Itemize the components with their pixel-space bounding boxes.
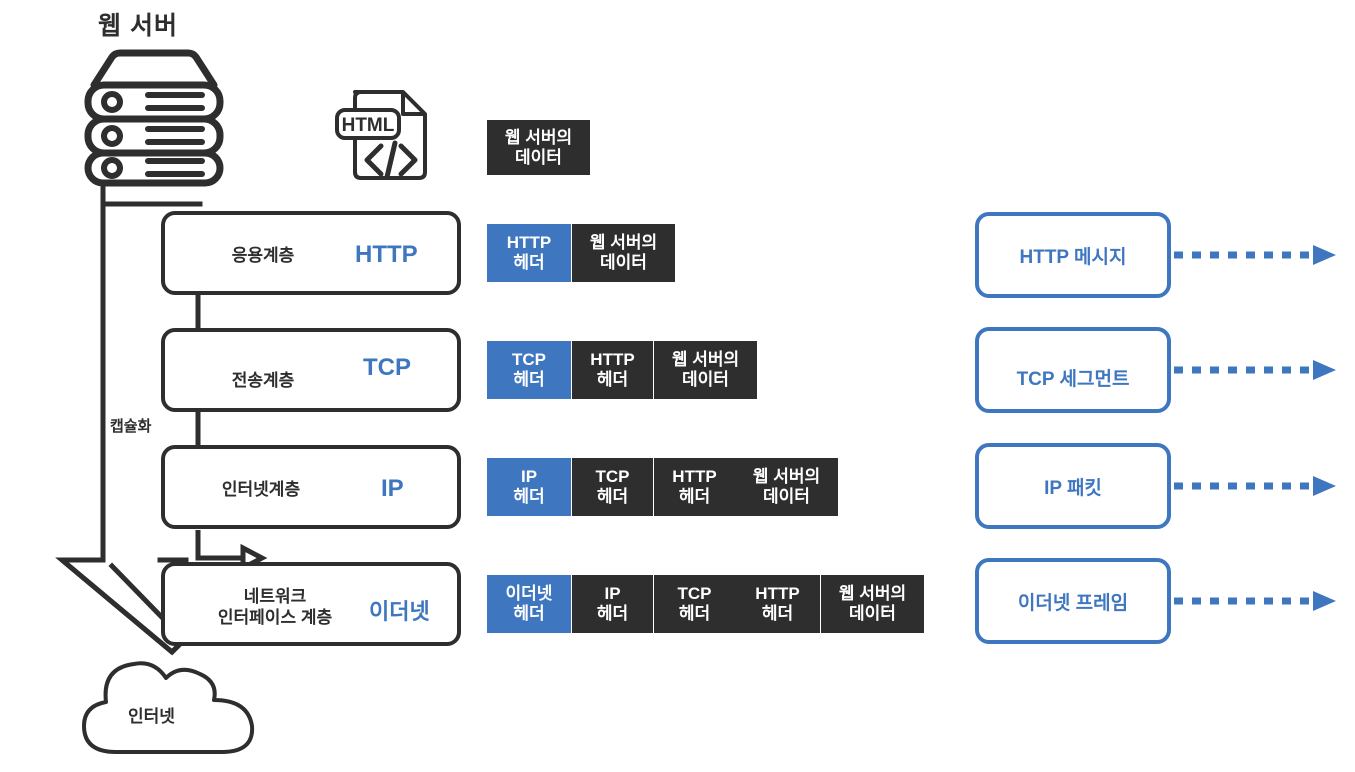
encapsulation-label: 캡슐화 [110, 418, 152, 435]
packet-cell-tcp-http-header: HTTP 헤더 [572, 341, 653, 399]
packet-cell-http-header: HTTP 헤더 [487, 224, 571, 282]
packet-cell-ip-tcp-header: TCP 헤더 [572, 458, 653, 516]
server-stack-icon [80, 45, 228, 187]
html-file-icon: HTML [333, 86, 433, 184]
payload-box-top: 웹 서버의 데이터 [487, 120, 590, 175]
layer-protocol-network-interface: 이더넷 [369, 599, 430, 624]
layer-protocol-transport: TCP [363, 354, 411, 381]
layer-box-internet[interactable]: 인터넷계층 IP [161, 445, 461, 529]
pdu-label-http-message[interactable]: HTTP 메시지 [975, 212, 1171, 298]
packet-cell-ethernet-header: 이더넷 헤더 [487, 575, 571, 633]
layer-box-network-interface[interactable]: 네트워크 인터페이스 계층 이더넷 [161, 562, 461, 646]
dotted-arrow-ethernet-head [1313, 591, 1336, 611]
packet-cell-http-payload: 웹 서버의 데이터 [572, 224, 675, 282]
layer-name-network-interface: 네트워크 인터페이스 계층 [217, 587, 333, 628]
layer-name-application: 응용계층 [231, 246, 295, 265]
dotted-arrow-ip-head [1313, 476, 1336, 496]
packet-cell-ethernet-http-header: HTTP 헤더 [735, 575, 820, 633]
packet-cell-ip-payload: 웹 서버의 데이터 [735, 458, 838, 516]
pdu-label-ethernet-frame[interactable]: 이더넷 프레임 [975, 558, 1171, 644]
packet-cell-ip-header: IP 헤더 [487, 458, 571, 516]
layer-protocol-internet: IP [381, 475, 404, 502]
page-title: 웹 서버 [98, 12, 178, 40]
cloud-icon [72, 650, 267, 760]
cloud-label: 인터넷 [128, 707, 175, 726]
packet-cell-tcp-payload: 웹 서버의 데이터 [654, 341, 757, 399]
layer-protocol-application: HTTP [355, 241, 418, 268]
packet-cell-tcp-header: TCP 헤더 [487, 341, 571, 399]
dotted-arrow-tcp-head [1313, 360, 1336, 380]
pdu-label-tcp-segment[interactable]: TCP 세그먼트 [975, 327, 1171, 413]
layer-box-application[interactable]: 응용계층 HTTP [161, 211, 461, 295]
layer-name-internet: 인터넷계층 [221, 480, 301, 499]
html-badge-text: HTML [342, 115, 395, 136]
outbound-dotted-arrows [1174, 245, 1336, 611]
dotted-arrow-http-head [1313, 245, 1336, 265]
layer-box-transport[interactable]: 전송계층 TCP [161, 328, 461, 412]
packet-cell-ethernet-payload: 웹 서버의 데이터 [821, 575, 924, 633]
packet-cell-ethernet-tcp-header: TCP 헤더 [654, 575, 735, 633]
layer-name-transport: 전송계층 [231, 371, 295, 390]
pdu-label-ip-packet[interactable]: IP 패킷 [975, 443, 1171, 529]
packet-cell-ethernet-ip-header: IP 헤더 [572, 575, 653, 633]
packet-cell-ip-http-header: HTTP 헤더 [654, 458, 735, 516]
